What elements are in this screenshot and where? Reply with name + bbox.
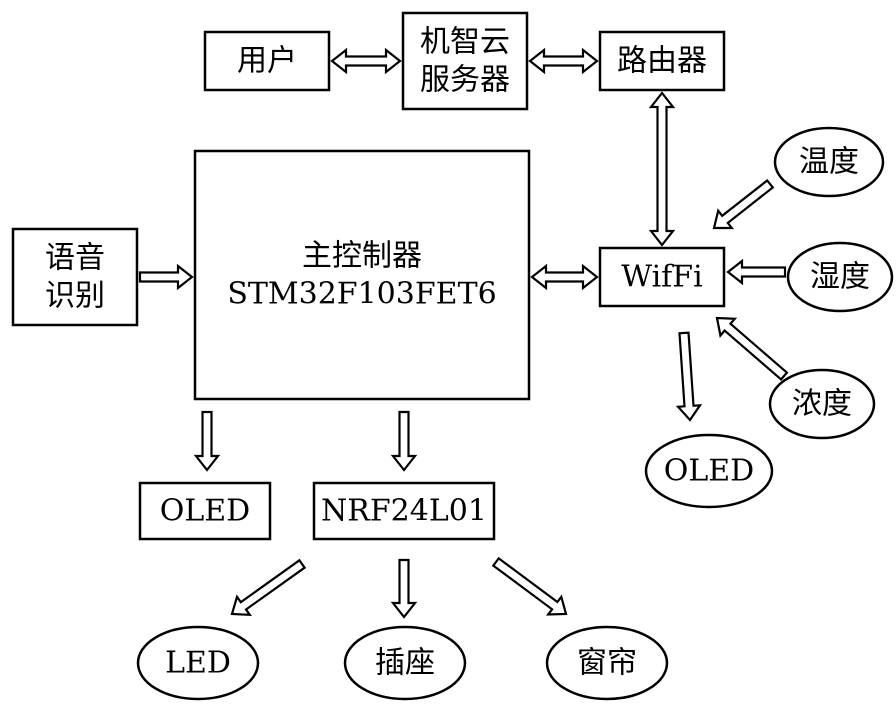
node-concentration: 浓度 <box>768 368 876 440</box>
arrow-humidity-to-wifi <box>726 258 787 286</box>
node-concentration-ellipse <box>768 368 876 440</box>
node-temp-ellipse <box>773 126 885 198</box>
arrow-temp-to-wifi <box>712 178 775 230</box>
node-temp: 温度 <box>773 126 885 198</box>
node-user-box <box>203 30 331 92</box>
arrow-mcu-to-oled_main <box>193 410 221 472</box>
arrow-voice-to-mcu <box>138 263 194 291</box>
edges-layer <box>138 47 789 619</box>
node-label: OLED <box>160 494 250 529</box>
node-cloud-box <box>401 11 529 111</box>
node-label: 路由器 <box>617 44 707 79</box>
node-label: 主控制器 <box>302 239 422 274</box>
arrow-wifi-to-oled_wifi <box>675 331 703 422</box>
node-user: 用户 <box>203 30 331 92</box>
node-label: 用户 <box>237 44 297 79</box>
node-label: 语音 <box>45 241 105 276</box>
arrow-nrf-to-led <box>230 558 307 617</box>
node-label: OLED <box>664 454 754 489</box>
node-led: LED <box>136 625 260 701</box>
node-oled-wifi-ellipse <box>644 433 774 509</box>
node-socket-ellipse <box>343 625 467 701</box>
node-label: 识别 <box>45 279 105 314</box>
node-label: 浓度 <box>792 387 852 422</box>
node-mcu-box <box>193 149 531 401</box>
node-wifi-box <box>598 246 726 308</box>
node-label: 窗帘 <box>577 646 637 681</box>
node-label: 机智云 <box>420 25 510 60</box>
arrow-mcu-to-nrf <box>390 410 418 472</box>
node-humidity: 湿度 <box>786 241 894 313</box>
node-voice-box <box>11 227 139 327</box>
node-label: STM32F103FET6 <box>227 277 496 312</box>
node-label: 服务器 <box>420 63 510 98</box>
node-label: LED <box>165 646 231 681</box>
arrow-concentration-to-wifi <box>715 316 789 381</box>
node-socket: 插座 <box>343 625 467 701</box>
node-nrf-box <box>312 481 496 541</box>
node-oled-wifi: OLED <box>644 433 774 509</box>
node-wifi: WifFi <box>598 246 726 308</box>
node-curtain-ellipse <box>545 625 669 701</box>
node-oled-main: OLED <box>138 481 272 541</box>
node-led-ellipse <box>136 625 260 701</box>
node-humidity-ellipse <box>786 241 894 313</box>
node-curtain: 窗帘 <box>545 625 669 701</box>
arrow-router-to-wifi <box>648 91 676 247</box>
node-label: NRF24L01 <box>321 494 487 529</box>
arrow-cloud-to-router <box>528 47 599 75</box>
node-label: WifFi <box>621 260 702 295</box>
node-router-box <box>598 30 726 92</box>
node-nrf: NRF24L01 <box>312 481 496 541</box>
arrow-mcu-to-wifi <box>530 263 599 291</box>
arrow-nrf-to-socket <box>390 558 418 619</box>
arrow-nrf-to-curtain <box>491 556 568 616</box>
node-router: 路由器 <box>598 30 726 92</box>
node-oled-main-box <box>138 481 272 541</box>
node-label: 插座 <box>375 646 435 681</box>
node-label: 湿度 <box>810 260 870 295</box>
arrow-user-to-cloud <box>330 47 402 75</box>
node-label: 温度 <box>799 145 859 180</box>
